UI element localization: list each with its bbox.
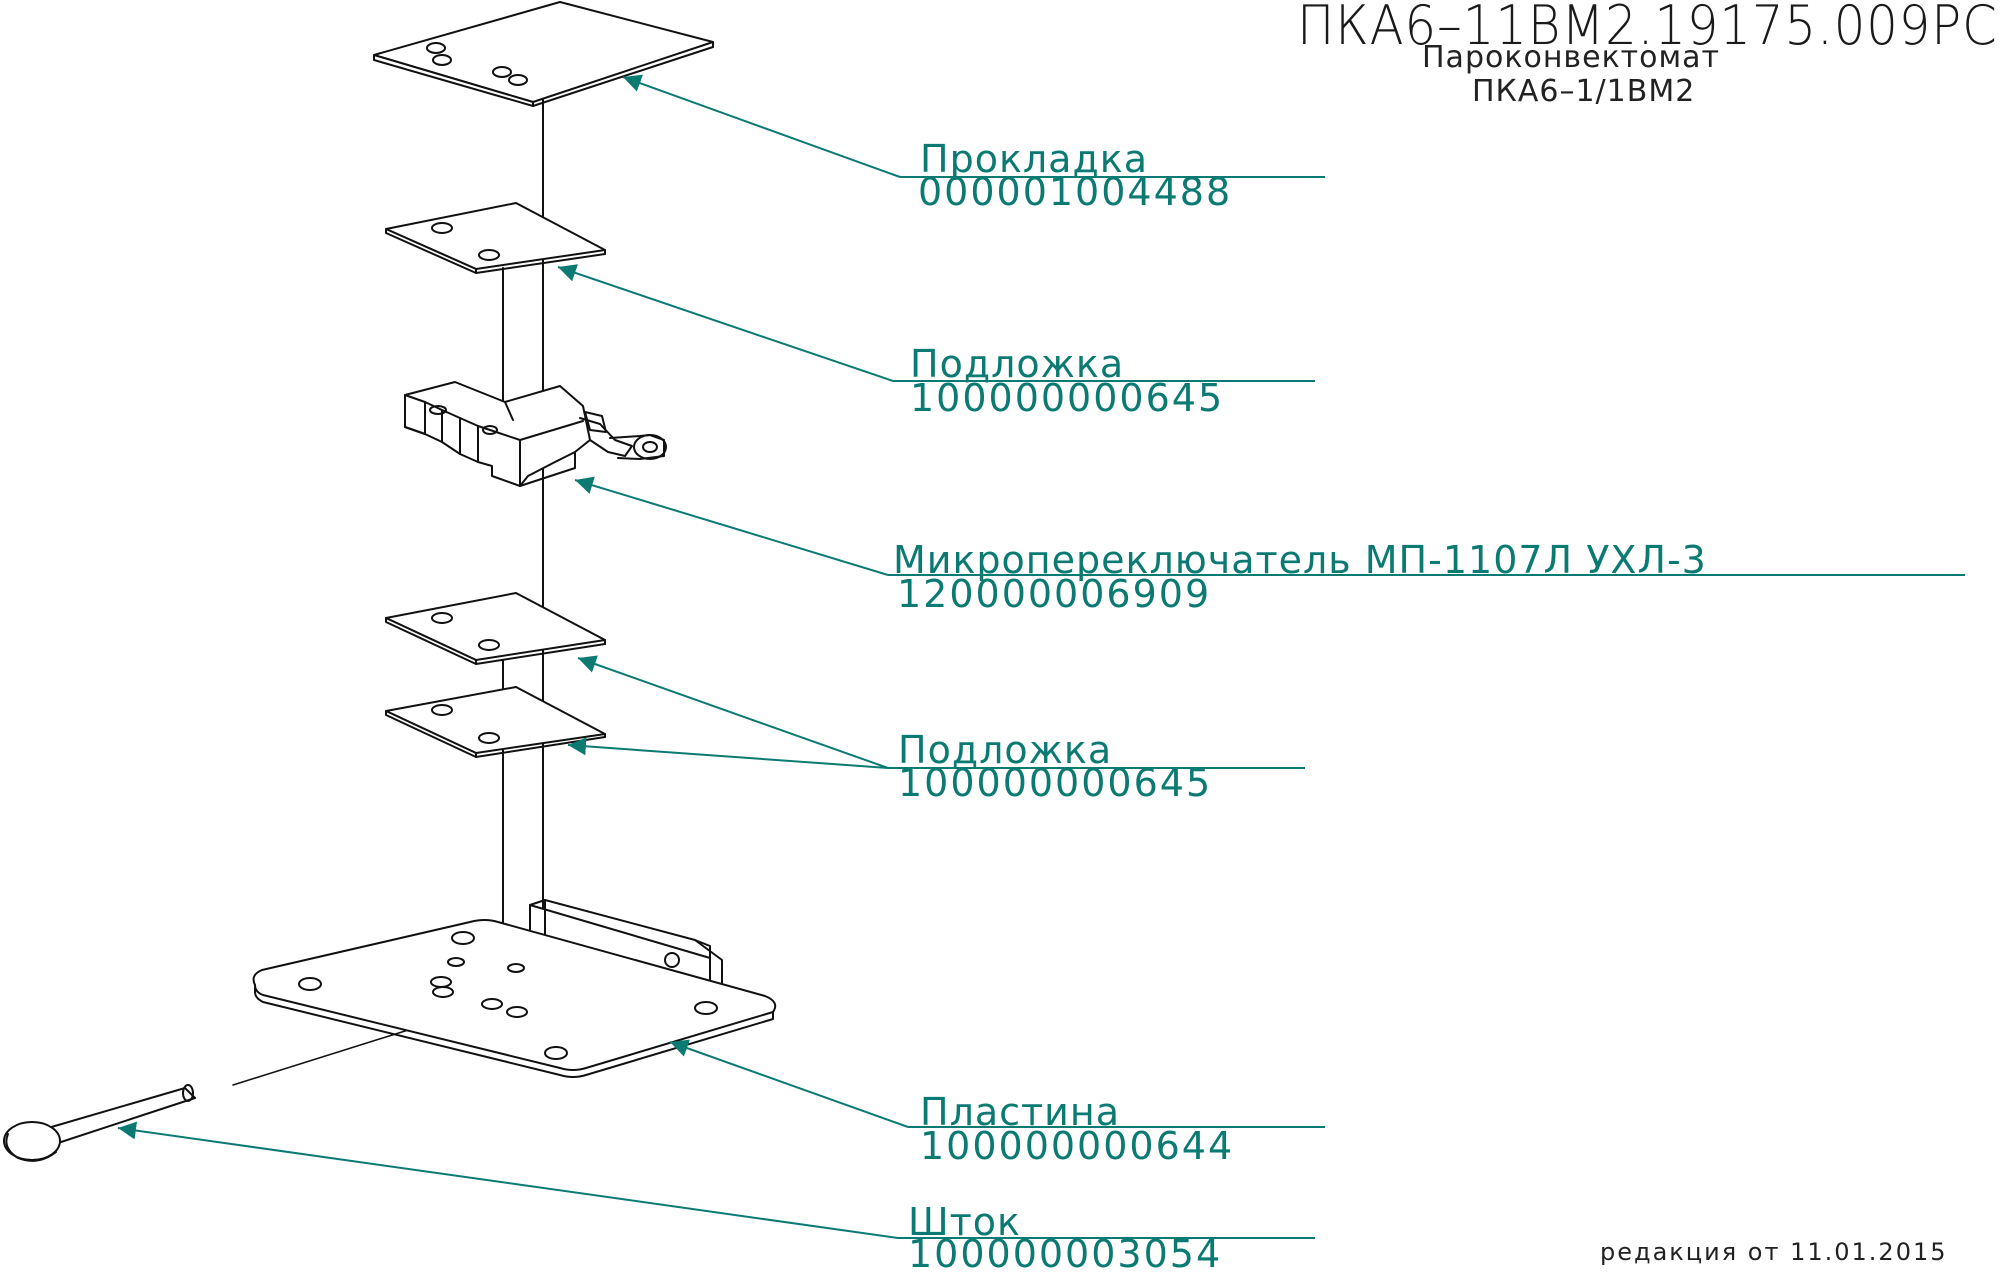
substrate-lower-part-2 xyxy=(385,686,606,758)
callout-code-substrate-upper: 100000000645 xyxy=(910,376,1225,420)
leader-substrate-upper xyxy=(557,264,894,382)
rod-part xyxy=(3,1084,196,1162)
product-type: Пароконвектомат xyxy=(1422,40,1721,75)
leader-microswitch xyxy=(574,476,889,576)
callout-label-substrate-lower: Подложка xyxy=(898,728,1113,772)
gasket-part xyxy=(373,1,714,107)
callout-code-microswitch: 120000006909 xyxy=(897,572,1212,616)
leader-substrate-lower-2 xyxy=(567,737,889,769)
edition-date: редакция от 11.01.2015 xyxy=(1600,1238,1948,1266)
callout-label-gasket: Прокладка xyxy=(920,137,1148,181)
callout-label-substrate-upper: Подложка xyxy=(910,342,1125,386)
product-model: ПКА6–1/1ВМ2 xyxy=(1472,74,1696,109)
document-code: ПКА6–11ВМ2.19175.009РС xyxy=(1297,0,1998,57)
base-plate-part xyxy=(252,919,777,1078)
callout-code-plate: 100000000644 xyxy=(920,1124,1235,1168)
substrate-upper-part xyxy=(385,202,606,274)
leader-gasket xyxy=(622,74,901,178)
microswitch-part xyxy=(404,381,667,487)
substrate-lower-part-1 xyxy=(385,592,606,665)
leader-substrate-lower-1 xyxy=(577,655,889,769)
leader-plate xyxy=(669,1039,909,1128)
leader-rod xyxy=(117,1121,899,1239)
callout-label-rod: Шток xyxy=(908,1200,1021,1244)
